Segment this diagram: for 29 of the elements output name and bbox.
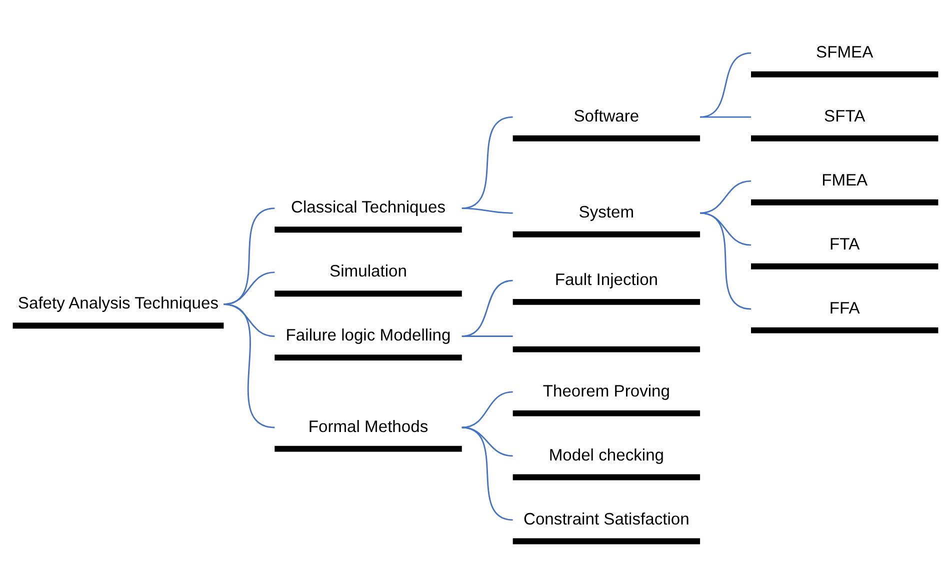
connector: [462, 390, 513, 428]
node-text: SFTA: [824, 106, 866, 125]
connector: [224, 207, 275, 304]
connector: [700, 116, 751, 118]
node-text: Failure logic Modelling: [286, 325, 451, 344]
node-text: Fault Injection: [554, 269, 658, 288]
connector: [700, 212, 752, 310]
connector: [700, 52, 752, 118]
connector: [224, 303, 275, 428]
node-text: Formal Methods: [308, 416, 428, 436]
connector: [462, 279, 513, 336]
node-text: FMEA: [822, 170, 868, 189]
connector: [462, 426, 513, 520]
node-text: Simulation: [330, 261, 407, 280]
node-text: Safety Analysis Techniques: [18, 293, 219, 312]
connector: [700, 180, 752, 214]
node-text: Model checking: [548, 444, 664, 464]
node-text: Theorem Proving: [542, 380, 670, 400]
node-text: FFA: [829, 298, 860, 317]
node-bar: [512, 346, 700, 352]
node-text: Classical Techniques: [291, 197, 446, 216]
connector: [462, 207, 513, 214]
node-text: Software: [574, 106, 640, 125]
node-text: Constraint Satisfaction: [523, 508, 690, 528]
connector: [462, 335, 513, 336]
node-text: SFMEA: [816, 42, 874, 61]
connector: [224, 271, 275, 304]
node-text: System: [578, 202, 634, 221]
node-text: FTA: [830, 234, 860, 253]
